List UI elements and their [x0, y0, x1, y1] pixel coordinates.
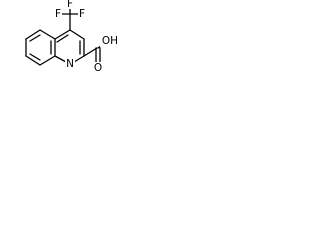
- bond-c7-c8-double: [29, 53, 41, 61]
- bond-c4-c4a: [54, 29, 71, 40]
- atom-oh-group: OH: [102, 35, 118, 47]
- atom-f-left: F: [55, 8, 61, 20]
- bond-c4a-c5: [39, 29, 56, 40]
- atom-f-top: F: [67, 0, 73, 10]
- atom-f-right: F: [79, 8, 85, 20]
- atom-o-carbonyl: O: [94, 62, 102, 74]
- bond-c5-c6: [25, 29, 41, 40]
- bond-c4-c4a-double: [56, 34, 69, 43]
- bond-c2-ccooh: [83, 47, 98, 57]
- atom-n-ring: N: [66, 58, 74, 70]
- bond-n-c8a: [54, 55, 67, 63]
- bond-c8-c8a: [39, 55, 56, 66]
- bond-c5-c6-double: [29, 34, 41, 42]
- bond-c4-c3: [69, 29, 85, 40]
- bond-c7-c8: [25, 55, 41, 66]
- bond-c2-n: [73, 55, 85, 63]
- chemical-structure: F F F N O OH: [25, 0, 119, 74]
